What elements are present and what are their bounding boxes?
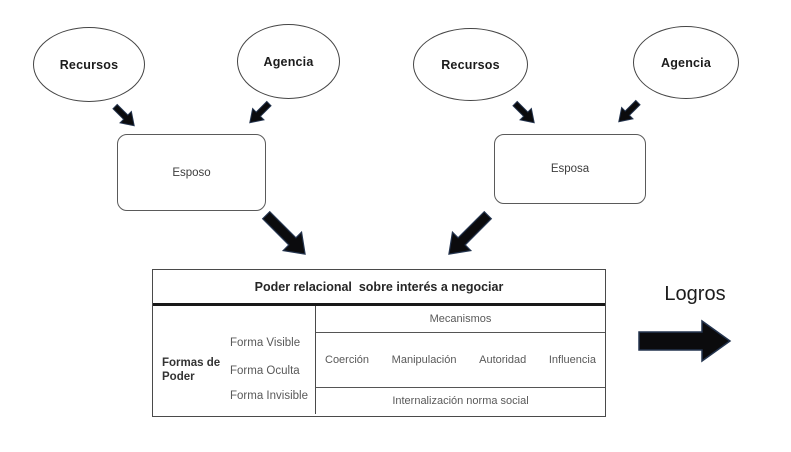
arrow-big-down-right-icon: [256, 205, 315, 264]
forms-title: Formas de Poder: [162, 357, 221, 384]
box-label: Esposa: [550, 163, 590, 175]
ellipse-agencia-husband: Agencia: [237, 24, 340, 99]
arrow-down-right-icon: [109, 101, 141, 133]
ellipse-label: Recursos: [59, 57, 119, 72]
box-label: Esposo: [172, 166, 211, 179]
ellipse-label: Agencia: [660, 55, 712, 70]
arrow-right-icon: [638, 319, 732, 363]
ellipse-recursos-wife: Recursos: [413, 28, 528, 101]
arrow-down-left-icon: [243, 98, 275, 130]
mechanism-coercion: Coerción: [325, 354, 370, 366]
table-title: Poder relacional sobre interés a negocia…: [153, 270, 605, 306]
mechanisms-row: Coerción Manipulación Autoridad Influenc…: [316, 333, 605, 388]
mechanism-influence: Influencia: [548, 354, 596, 366]
power-table: Poder relacional sobre interés a negocia…: [152, 269, 606, 417]
internalization-cell: Internalización norma social: [392, 395, 529, 407]
ellipse-recursos-husband: Recursos: [33, 27, 145, 102]
box-esposo: Esposo: [117, 134, 266, 211]
mechanism-authority: Autoridad: [479, 354, 527, 366]
form-invisible-label: Forma Invisible: [230, 390, 308, 402]
arrow-big-down-left-icon: [438, 205, 497, 264]
form-visible-label: Forma Visible: [230, 337, 301, 349]
forms-of-power-cell: Formas de Poder Forma Visible Forma Ocul…: [153, 306, 316, 414]
mechanisms-section: Mecanismos Coerción Manipulación Autorid…: [316, 306, 605, 414]
arrow-down-right-icon: [509, 98, 541, 130]
ellipse-agencia-wife: Agencia: [633, 26, 739, 99]
form-oculta-label: Forma Oculta: [230, 365, 300, 377]
logros-label: Logros: [664, 283, 726, 305]
box-esposa: Esposa: [494, 134, 646, 204]
mechanisms-title: Mecanismos: [316, 306, 605, 333]
table-body: Formas de Poder Forma Visible Forma Ocul…: [153, 306, 605, 414]
ellipse-label: Agencia: [263, 54, 314, 69]
arrow-down-left-icon: [612, 97, 644, 129]
mechanism-manipulation: Manipulación: [391, 354, 457, 366]
ellipse-label: Recursos: [441, 57, 500, 72]
